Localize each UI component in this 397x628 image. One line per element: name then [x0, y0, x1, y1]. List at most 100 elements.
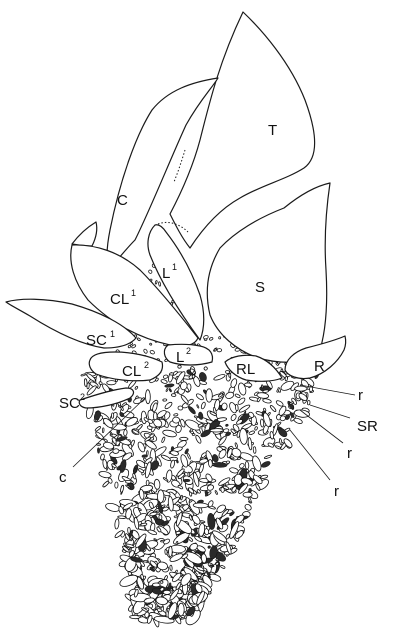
scale [161, 379, 168, 384]
scale [150, 350, 156, 355]
scale [111, 413, 113, 418]
scale [260, 475, 268, 479]
scale [161, 454, 171, 461]
scale [261, 385, 263, 388]
scale [249, 430, 255, 435]
plate-S [207, 183, 330, 362]
scale [159, 515, 163, 520]
label-C: C [117, 192, 128, 209]
scale [260, 419, 264, 427]
scale [254, 426, 257, 430]
scale [137, 338, 141, 342]
label-S: S [255, 279, 265, 296]
scale [95, 426, 102, 432]
scale [143, 561, 147, 563]
scale [203, 366, 208, 371]
scale [120, 485, 124, 493]
leader-r2 [300, 410, 343, 443]
scale [170, 565, 173, 570]
scale [154, 479, 160, 489]
scale [161, 437, 165, 443]
scale [135, 386, 139, 390]
label-SC2: SC [59, 395, 80, 412]
scale [163, 399, 167, 401]
label-r2: r [347, 445, 352, 462]
scale [203, 335, 209, 340]
scale [188, 472, 190, 477]
label-L1-sup: 1 [172, 262, 177, 272]
scale [152, 583, 160, 587]
scale [192, 434, 195, 436]
leader-r3 [290, 430, 330, 480]
scale [107, 381, 116, 385]
label-L2-sup: 2 [186, 346, 191, 356]
label-SC1: SC [86, 332, 107, 349]
scale [229, 373, 231, 377]
label-SC2-sup: 2 [80, 392, 85, 402]
scale [169, 546, 173, 557]
scale [143, 349, 148, 354]
scale [230, 378, 238, 388]
scale [166, 388, 169, 391]
scale [281, 369, 283, 371]
scale [235, 443, 238, 448]
scale [145, 390, 150, 404]
scale [221, 403, 227, 410]
scale [148, 269, 153, 274]
scale [207, 545, 211, 549]
scale [178, 603, 184, 616]
scale [102, 428, 104, 433]
scale [187, 453, 192, 460]
scale [235, 393, 241, 398]
scale [256, 411, 263, 416]
scale [201, 402, 207, 410]
label-L1: L [162, 265, 170, 282]
scale [192, 375, 195, 379]
scale [174, 413, 179, 416]
label-CL1-sup: 1 [131, 288, 136, 298]
scale [188, 537, 194, 542]
scale [105, 502, 121, 513]
scale [295, 386, 307, 391]
scale [285, 376, 288, 381]
scale [219, 337, 221, 340]
scale [147, 529, 157, 536]
scale [146, 451, 148, 457]
scale [235, 404, 238, 411]
label-SR: SR [357, 418, 378, 435]
label-SC1-sup: 1 [110, 329, 115, 339]
scale [170, 373, 174, 375]
scale [171, 393, 176, 396]
scale [237, 397, 246, 406]
plate-C-small [72, 222, 97, 246]
scale [114, 519, 119, 530]
label-r1: r [358, 387, 363, 404]
scale [176, 460, 178, 463]
scale [307, 400, 310, 405]
label-r3: r [334, 483, 339, 500]
scale [126, 480, 132, 483]
scale [244, 503, 253, 511]
scale [158, 282, 161, 287]
scale [262, 398, 271, 404]
scale [163, 375, 168, 379]
scale [178, 485, 184, 490]
scale [149, 343, 152, 346]
scale [97, 448, 99, 454]
scale [195, 393, 204, 401]
scale [146, 480, 149, 485]
plate-T-dashed-edge [174, 150, 185, 182]
scale [199, 464, 205, 474]
scale [104, 439, 108, 443]
label-T: T [268, 122, 277, 139]
label-RL: RL [236, 361, 255, 378]
scale [162, 429, 177, 438]
scale [253, 447, 256, 454]
scale [172, 417, 179, 423]
scale [208, 459, 213, 467]
scale [118, 516, 126, 519]
scale [187, 487, 194, 494]
scale [225, 370, 229, 374]
scale [209, 337, 213, 341]
